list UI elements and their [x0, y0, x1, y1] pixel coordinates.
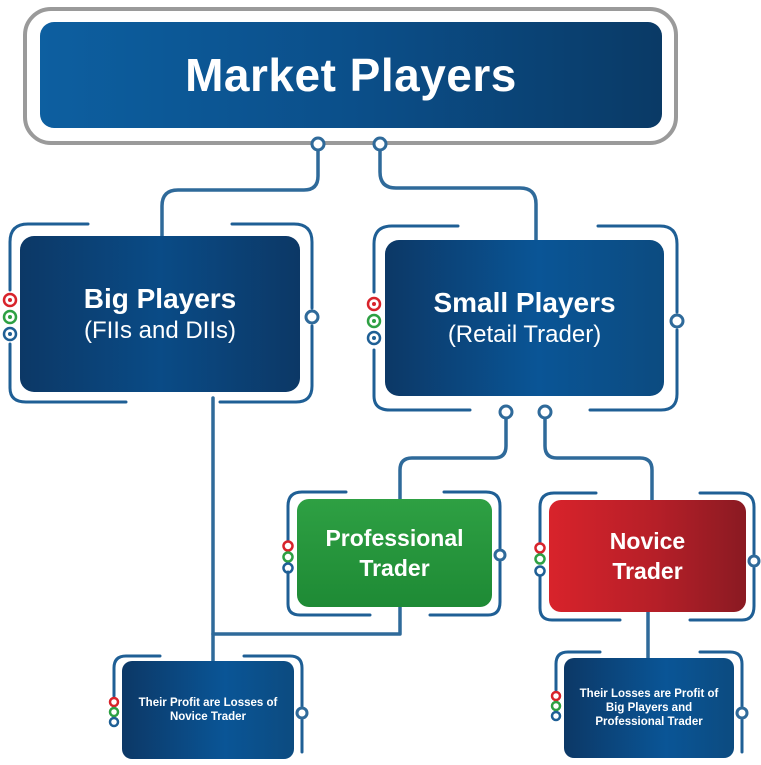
novice-trader-label: Novice Trader [609, 528, 686, 584]
small-players-frame [372, 224, 679, 412]
big-players-frame [8, 222, 314, 404]
big-players-sublabel: (FIIs and DIIs) [83, 317, 237, 344]
title-frame [23, 7, 678, 145]
small-players-label: Small Players [433, 287, 616, 318]
novice-note-node: Their Losses are Profit of Big Players a… [564, 658, 734, 758]
big-players-label: Big Players [83, 283, 237, 314]
edge-market-to-big [160, 148, 320, 238]
left-note-frame [112, 654, 304, 754]
big-players-node: Big Players (FIIs and DIIs) [20, 236, 300, 392]
connectors [160, 148, 654, 663]
professional-trader-node: Professional Trader [297, 499, 492, 607]
page-title: Market Players [185, 49, 517, 101]
status-dots-icon [2, 292, 562, 728]
professional-trader-label: Professional Trader [325, 525, 464, 581]
right-note-frame [554, 650, 744, 754]
edge-market-to-small [378, 148, 538, 242]
novice-frame [538, 491, 756, 622]
novice-note-text: Their Losses are Profit of Big Players a… [579, 688, 719, 728]
big-players-note-node: Their Profit are Losses of Novice Trader [122, 661, 294, 759]
small-players-node: Small Players (Retail Trader) [385, 240, 664, 396]
title-node: Market Players [40, 22, 662, 128]
edge-small-to-professional [398, 416, 508, 501]
novice-trader-node: Novice Trader [549, 500, 746, 612]
big-players-note-text: Their Profit are Losses of Novice Trader [138, 697, 278, 723]
edge-professional-to-left-note [211, 605, 402, 636]
connector-port-icon [295, 136, 761, 720]
edge-small-to-novice [543, 416, 654, 502]
professional-frame [286, 490, 502, 617]
small-players-sublabel: (Retail Trader) [447, 321, 602, 348]
